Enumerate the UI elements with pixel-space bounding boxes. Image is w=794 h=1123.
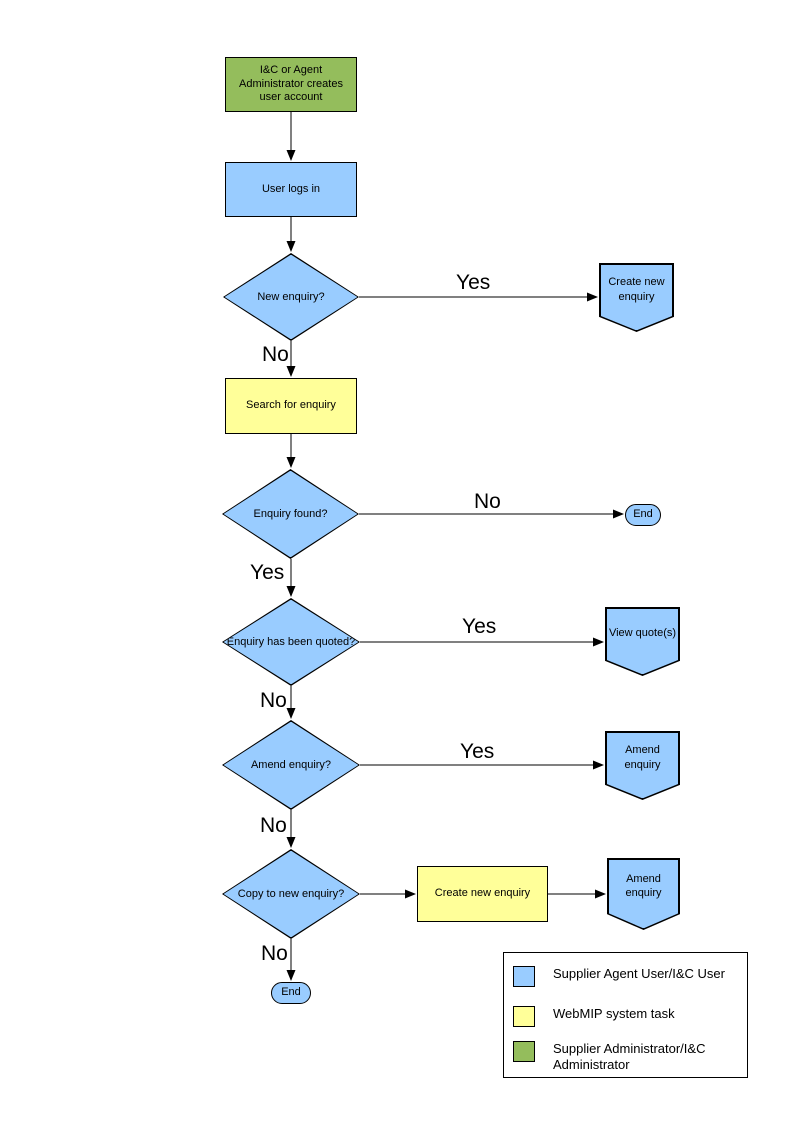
offpage-label: Amend enquiry [608, 859, 679, 929]
task-label: Search for enquiry [246, 399, 336, 412]
legend-item-user: Supplier Agent User/I&C User [513, 966, 738, 987]
edge-label-yes: Yes [462, 615, 497, 638]
task-create-new-enquiry: Create new enquiry [417, 866, 548, 922]
process-label: I&C or Agent Administrator creates user … [239, 63, 343, 104]
edge-label-no: No [262, 343, 289, 366]
legend: Supplier Agent User/I&C User WebMIP syst… [503, 952, 748, 1078]
edge-label-no: No [261, 942, 288, 965]
task-search-for-enquiry: Search for enquiry [225, 378, 357, 434]
offpage-create-new-enquiry: Create new enquiry [599, 263, 674, 332]
task-label: Create new enquiry [434, 887, 531, 900]
offpage-amend-enquiry-1: Amend enquiry [605, 731, 680, 800]
edge-label-no: No [474, 490, 501, 513]
legend-swatch-green [513, 1041, 535, 1062]
offpage-label: Amend enquiry [606, 732, 679, 799]
legend-label: Supplier Administrator/I&C Administrator [553, 1041, 706, 1073]
offpage-label: View quote(s) [606, 608, 679, 675]
legend-item-admin: Supplier Administrator/I&C Administrator [513, 1041, 738, 1074]
legend-swatch-yellow [513, 1006, 535, 1027]
process-admin-creates-account: I&C or Agent Administrator creates user … [225, 57, 357, 112]
legend-item-system-task: WebMIP system task [513, 1006, 738, 1027]
edge-label-no: No [260, 814, 287, 837]
legend-label: WebMIP system task [553, 1006, 675, 1021]
legend-swatch-blue [513, 966, 535, 987]
terminator-label: End [281, 986, 301, 999]
edge-label-no: No [260, 689, 287, 712]
legend-label: Supplier Agent User/I&C User [553, 966, 725, 981]
offpage-amend-enquiry-2: Amend enquiry [607, 858, 680, 930]
edge-label-yes: Yes [456, 271, 491, 294]
offpage-view-quotes: View quote(s) [605, 607, 680, 676]
edge-label-yes: Yes [460, 740, 495, 763]
edge-label-yes: Yes [250, 561, 285, 584]
process-label: User logs in [261, 182, 321, 195]
offpage-label: Create new enquiry [600, 264, 673, 331]
terminator-end-bottom: End [271, 982, 311, 1004]
process-user-logs-in: User logs in [225, 162, 357, 217]
terminator-end-right: End [625, 504, 661, 526]
terminator-label: End [633, 508, 653, 521]
